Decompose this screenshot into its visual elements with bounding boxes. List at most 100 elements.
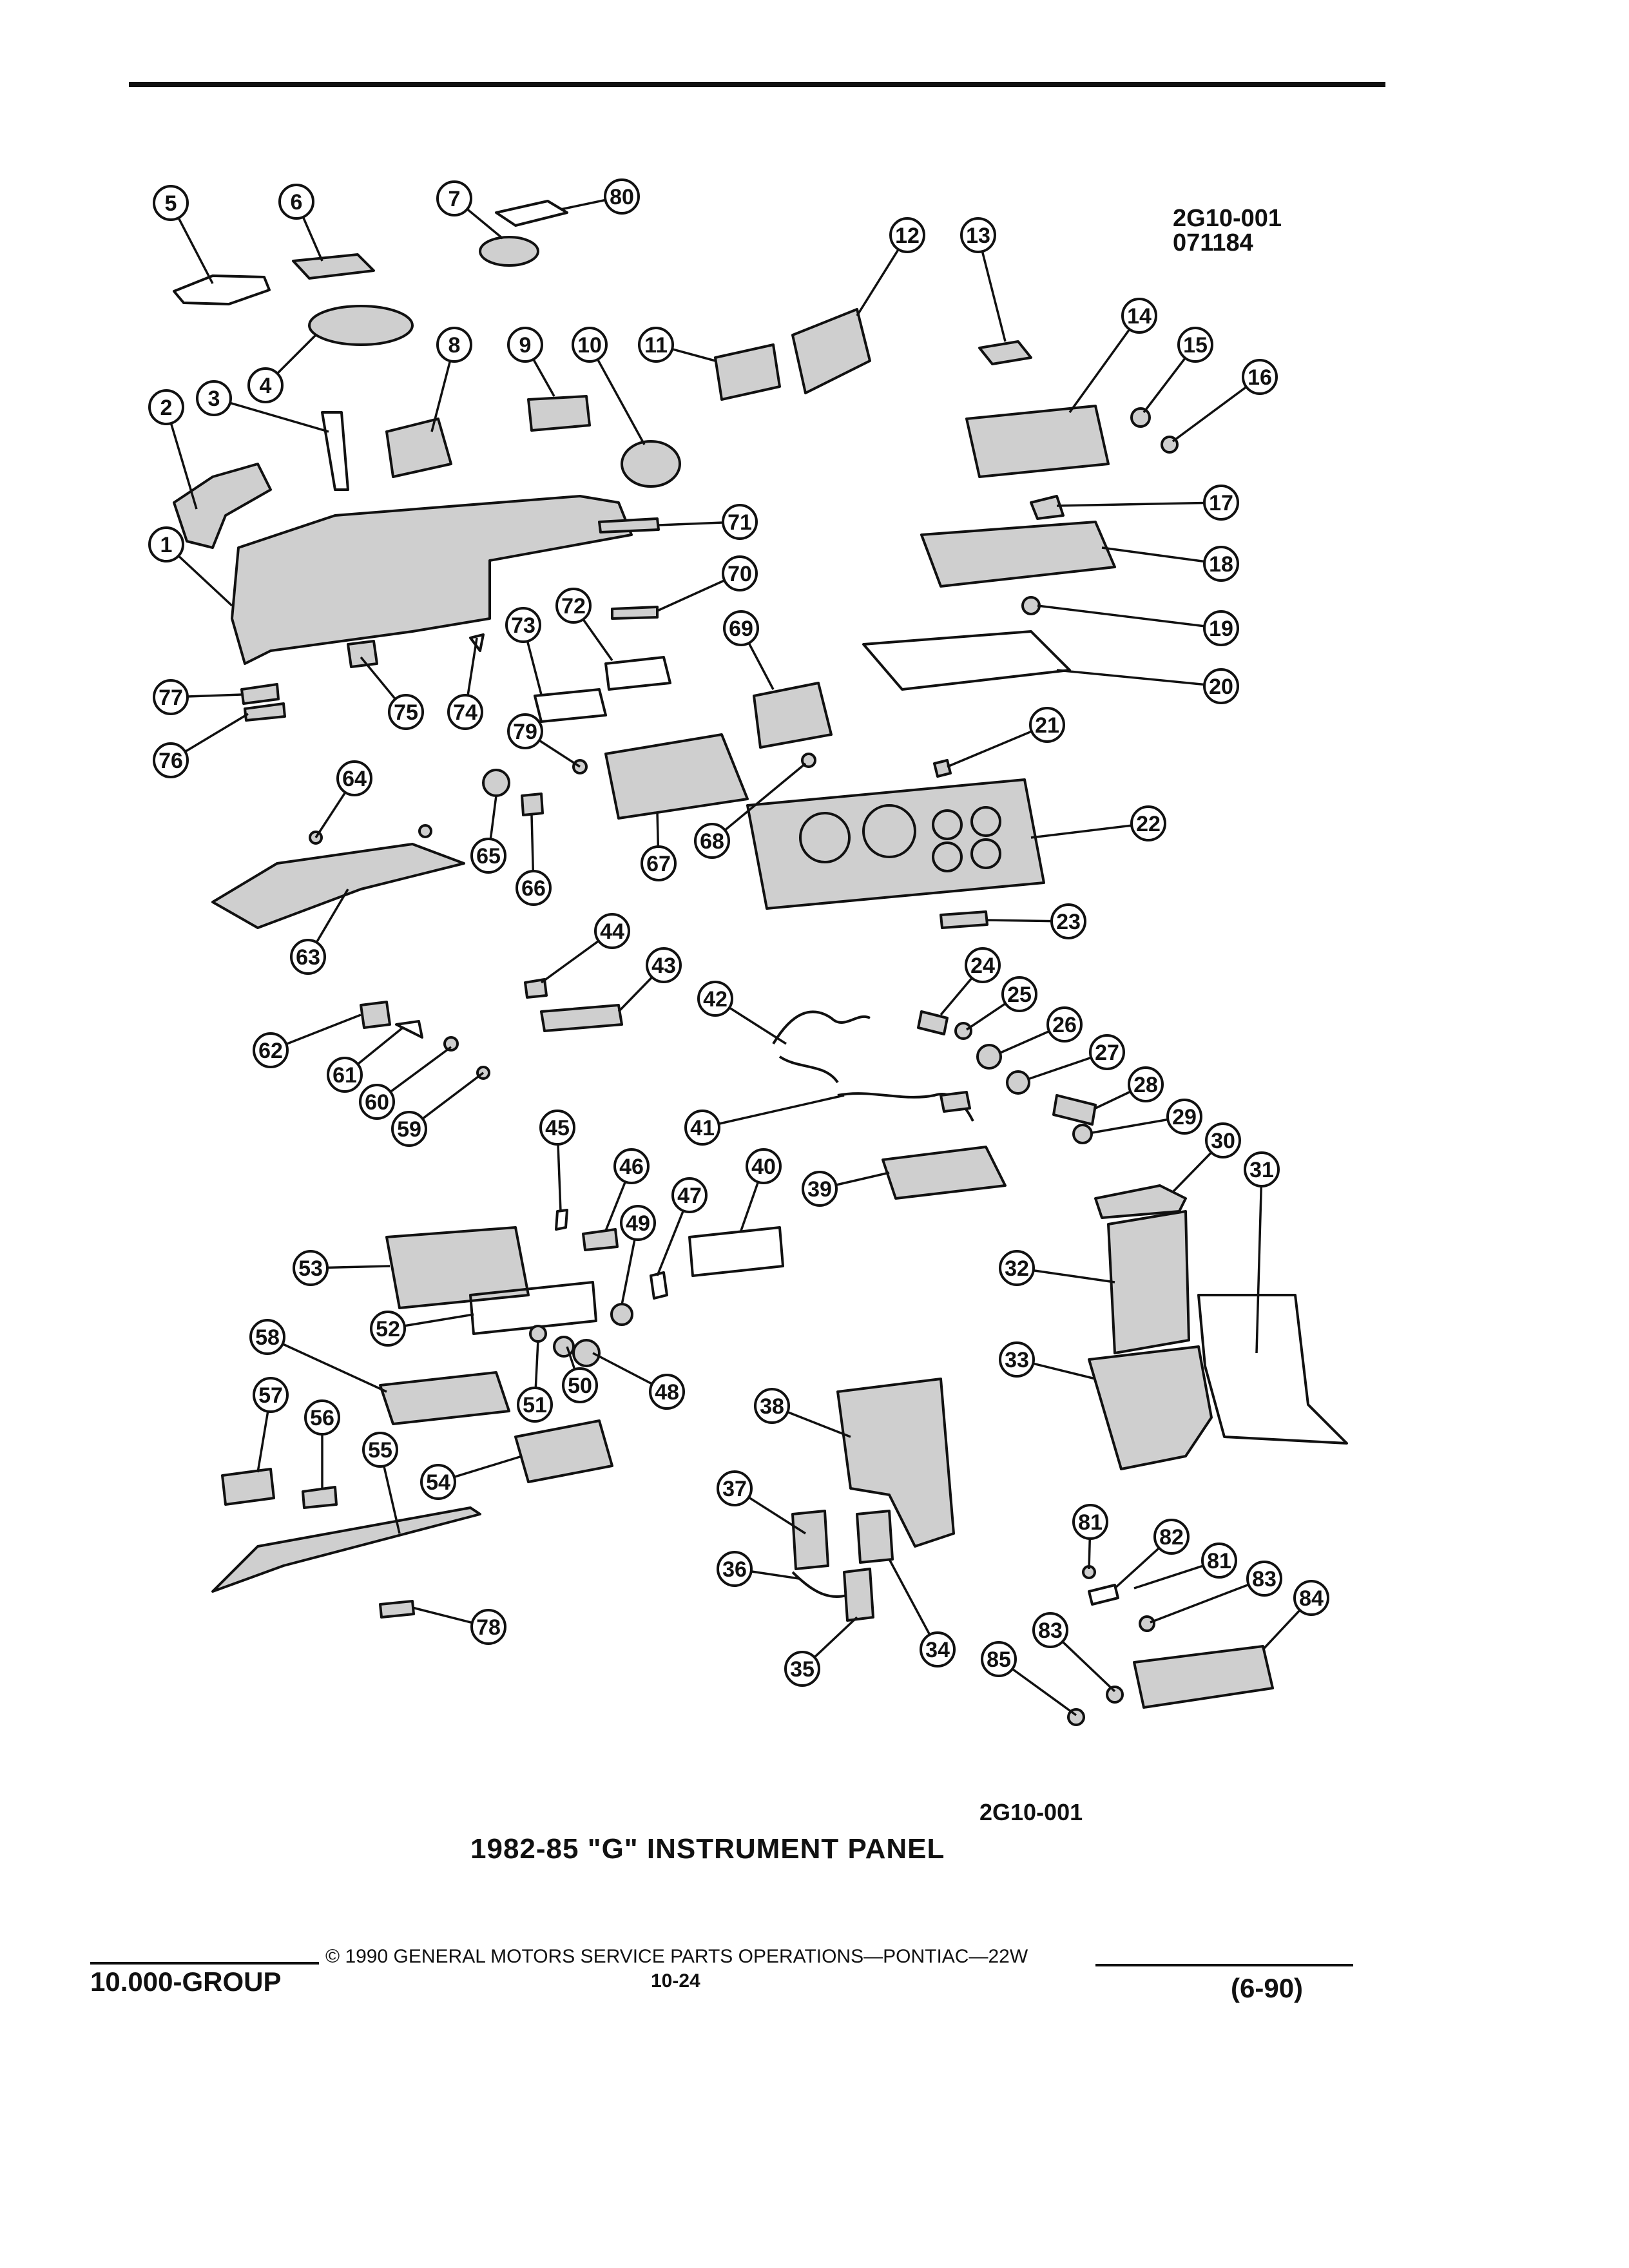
callout-64: 64 xyxy=(336,760,372,796)
leader-line-46 xyxy=(604,1181,626,1231)
callout-label: 27 xyxy=(1095,1041,1119,1065)
leader-line-52 xyxy=(404,1313,474,1327)
callout-label: 68 xyxy=(700,829,724,854)
callout-81: 81 xyxy=(1201,1542,1237,1579)
callout-84: 84 xyxy=(1293,1580,1329,1616)
leader-line-48 xyxy=(592,1352,653,1385)
leader-line-63 xyxy=(315,889,349,943)
leader-line-81 xyxy=(1133,1564,1204,1590)
callout-circle xyxy=(249,1319,285,1355)
callout-circle xyxy=(572,327,608,363)
callout-label: 37 xyxy=(722,1477,747,1501)
callout-circle xyxy=(148,526,184,562)
callout-24: 24 xyxy=(965,947,1001,983)
callout-label: 32 xyxy=(1005,1256,1029,1281)
part-37-drawing xyxy=(791,1510,829,1570)
callout-3: 3 xyxy=(196,380,232,416)
callout-label: 51 xyxy=(523,1393,547,1418)
callout-circle xyxy=(1046,1006,1083,1043)
callout-circle xyxy=(802,1171,838,1207)
callout-circle xyxy=(153,185,189,221)
callout-9: 9 xyxy=(507,327,543,363)
callout-label: 28 xyxy=(1133,1073,1158,1097)
leader-line-29 xyxy=(1092,1118,1168,1134)
callout-circle xyxy=(684,1110,720,1146)
callout-label: 16 xyxy=(1248,365,1272,390)
leader-line-43 xyxy=(617,976,653,1013)
callout-18: 18 xyxy=(1203,546,1239,582)
callout-label: 19 xyxy=(1209,617,1233,641)
part-23-drawing xyxy=(940,910,988,929)
callout-circle xyxy=(1203,546,1239,582)
callout-42: 42 xyxy=(697,981,733,1017)
callout-62: 62 xyxy=(253,1032,289,1068)
callout-69: 69 xyxy=(723,610,759,646)
part-82-drawing xyxy=(1088,1584,1119,1606)
leader-line-24 xyxy=(940,977,973,1016)
callout-37: 37 xyxy=(717,1470,753,1506)
callout-2: 2 xyxy=(148,389,184,425)
callout-5: 5 xyxy=(153,185,189,221)
leader-line-69 xyxy=(747,642,775,690)
callout-label: 76 xyxy=(159,749,183,773)
callout-circle xyxy=(336,760,372,796)
callout-label: 15 xyxy=(1183,333,1208,358)
callout-circle xyxy=(1121,298,1157,334)
part-8-drawing xyxy=(385,418,452,478)
leader-line-42 xyxy=(728,1006,787,1045)
leader-line-28 xyxy=(1095,1090,1132,1110)
leader-line-21 xyxy=(947,730,1032,768)
callout-33: 33 xyxy=(999,1341,1035,1378)
callout-4: 4 xyxy=(247,367,284,403)
part-71-drawing xyxy=(598,517,660,533)
leader-line-31 xyxy=(1255,1186,1263,1354)
callout-label: 71 xyxy=(728,510,752,535)
callout-label: 29 xyxy=(1172,1105,1197,1129)
leader-line-64 xyxy=(314,791,347,838)
leader-line-4 xyxy=(276,334,317,374)
callout-label: 4 xyxy=(260,374,272,398)
callout-label: 22 xyxy=(1136,812,1161,836)
callout-circle xyxy=(697,981,733,1017)
part-33-drawing xyxy=(1088,1345,1213,1470)
callout-circle xyxy=(1203,668,1239,704)
callout-circle xyxy=(960,217,996,253)
part-20-drawing xyxy=(862,630,1071,691)
part-44-drawing xyxy=(524,978,548,999)
part-67-drawing xyxy=(604,733,749,820)
callout-circle xyxy=(507,713,543,749)
leader-line-78 xyxy=(412,1606,473,1624)
callout-label: 42 xyxy=(703,987,728,1012)
callout-circle xyxy=(507,327,543,363)
callout-label: 5 xyxy=(165,191,177,216)
leader-line-65 xyxy=(489,795,497,840)
callout-78: 78 xyxy=(470,1609,506,1645)
callout-label: 10 xyxy=(577,333,602,358)
callout-circle xyxy=(1246,1561,1282,1597)
callout-12: 12 xyxy=(889,217,925,253)
leader-line-83 xyxy=(1150,1583,1249,1624)
callout-circle xyxy=(153,679,189,715)
figure-title: 1982-85 "G" INSTRUMENT PANEL xyxy=(470,1833,945,1865)
callout-circle xyxy=(153,742,189,778)
part-48-drawing xyxy=(572,1339,601,1367)
callout-label: 65 xyxy=(476,844,501,869)
leader-line-6 xyxy=(302,216,323,262)
callout-40: 40 xyxy=(746,1148,782,1184)
part-21-drawing xyxy=(933,759,952,778)
leader-line-59 xyxy=(421,1072,485,1120)
part-75-drawing xyxy=(347,640,378,668)
callout-49: 49 xyxy=(620,1205,656,1241)
leader-line-20 xyxy=(1056,669,1205,686)
callout-label: 41 xyxy=(690,1116,715,1140)
leader-line-9 xyxy=(532,358,555,397)
callout-85: 85 xyxy=(981,1641,1017,1677)
callout-label: 79 xyxy=(513,720,537,744)
callout-circle xyxy=(370,1311,406,1347)
callout-48: 48 xyxy=(649,1374,685,1410)
callout-54: 54 xyxy=(420,1464,456,1500)
callout-77: 77 xyxy=(153,679,189,715)
callout-label: 17 xyxy=(1209,491,1233,515)
footer-rule-right xyxy=(1095,1964,1353,1966)
part-47-drawing xyxy=(650,1271,668,1300)
